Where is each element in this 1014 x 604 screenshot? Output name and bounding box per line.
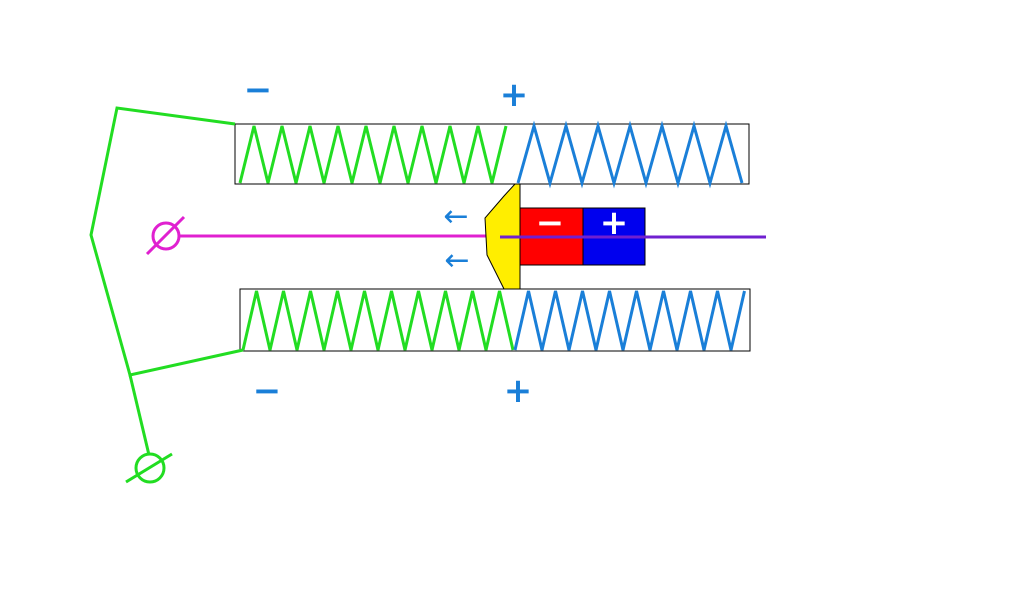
bottom-coil-housing — [239, 288, 751, 352]
bottom-right-positive-sign: + — [504, 371, 533, 411]
top-coil-blue-winding — [516, 120, 744, 189]
top-right-positive-sign: + — [500, 75, 529, 115]
magnet-negative-sign: − — [536, 203, 565, 243]
arrow-left-icon: ← — [444, 243, 469, 278]
green-wire — [89, 106, 244, 377]
arrow-left-icon: ← — [443, 199, 468, 234]
top-left-negative-sign: − — [244, 70, 273, 110]
green-terminal-icon — [125, 452, 173, 484]
top-coil-housing — [234, 123, 750, 185]
green-wire-lead — [128, 374, 151, 456]
top-coil-green-winding — [238, 125, 508, 184]
bottom-coil-green-winding — [241, 290, 515, 351]
bottom-coil-blue-winding — [513, 290, 746, 351]
bottom-left-negative-sign: − — [253, 371, 282, 411]
magenta-terminal-icon — [145, 215, 186, 256]
magnet-positive-sign: + — [600, 203, 629, 243]
